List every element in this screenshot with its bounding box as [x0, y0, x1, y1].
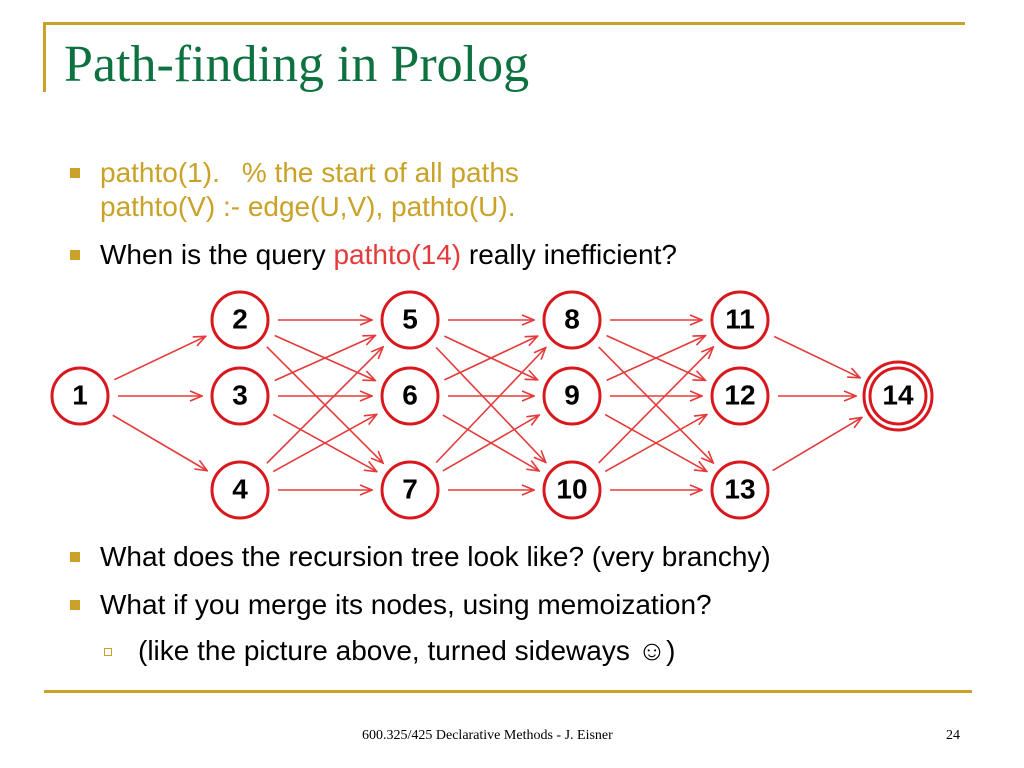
node-label: 10 — [556, 473, 587, 504]
node-circle — [210, 460, 270, 520]
node-6: 6 — [380, 366, 440, 426]
code-comment: % the start of all paths — [241, 157, 519, 188]
footer-course: 600.325/425 Declarative Methods - J. Eis… — [362, 728, 613, 743]
query-highlight: pathto(14) — [333, 239, 462, 270]
node-circle — [710, 290, 770, 350]
node-label: 14 — [882, 379, 914, 410]
hollow-square-bullet-icon — [104, 648, 112, 656]
edge-11-14 — [773, 335, 860, 377]
graph-edges — [112, 320, 862, 490]
node-label: 9 — [564, 379, 580, 410]
edge-13-14 — [772, 417, 862, 472]
edge-6-8 — [444, 336, 537, 381]
node-circle — [542, 290, 602, 350]
query-text-before: When is the query — [100, 239, 334, 270]
edge-7-8 — [435, 348, 546, 464]
node-circle — [210, 366, 270, 426]
edge-10-11 — [598, 347, 714, 464]
bullet-square-icon — [70, 600, 80, 610]
node-3: 3 — [210, 366, 270, 426]
frame-top-rule — [43, 22, 965, 25]
node-label: 11 — [725, 303, 755, 334]
node-label: 5 — [402, 303, 418, 334]
node-label: 2 — [232, 303, 248, 334]
code-rule: pathto(V) :- edge(U,V), pathto(U). — [100, 191, 516, 222]
edge-10-12 — [604, 415, 707, 473]
edge-9-11 — [606, 336, 706, 382]
node-label: 13 — [724, 473, 755, 504]
node-circle — [380, 290, 440, 350]
node-4: 4 — [210, 460, 270, 520]
node-circle — [380, 366, 440, 426]
node-label: 12 — [724, 379, 755, 410]
memoization-text: What if you merge its nodes, using memoi… — [100, 589, 712, 620]
node-1: 1 — [50, 366, 110, 426]
edge-4-5 — [266, 347, 383, 464]
frame-left-accent — [43, 22, 46, 92]
node-12: 12 — [710, 366, 770, 426]
node-label: 8 — [564, 303, 580, 334]
prolog-code: pathto(1). % the start of all paths patht… — [100, 156, 519, 224]
footer-rule — [44, 690, 972, 693]
node-8: 8 — [542, 290, 602, 350]
node-5: 5 — [380, 290, 440, 350]
node-label: 1 — [72, 379, 88, 410]
node-9: 9 — [542, 366, 602, 426]
node-circle — [210, 290, 270, 350]
edge-4-6 — [272, 414, 376, 473]
bullet-square-icon — [70, 552, 80, 562]
slide-title: Path-finding in Prolog — [64, 36, 530, 93]
page-number: 24 — [946, 728, 960, 743]
edge-1-4 — [112, 414, 207, 471]
node-label: 3 — [232, 379, 248, 410]
node-circle — [542, 366, 602, 426]
sideways-text: (like the picture above, turned sideways… — [138, 635, 676, 666]
node-10: 10 — [542, 460, 602, 520]
bullet-square-icon — [70, 168, 80, 178]
edge-3-5 — [274, 336, 376, 382]
query-text-after: really inefficient? — [461, 239, 677, 270]
node-7: 7 — [380, 460, 440, 520]
node-13: 13 — [710, 460, 770, 520]
node-circle — [380, 460, 440, 520]
node-circle — [50, 366, 110, 426]
edge-7-9 — [442, 415, 539, 472]
node-label: 4 — [232, 473, 248, 504]
node-14: 14 — [862, 360, 934, 432]
node-circle — [710, 366, 770, 426]
node-11: 11 — [710, 290, 770, 350]
node-circle — [542, 460, 602, 520]
code-fact: pathto(1). — [100, 157, 220, 188]
node-circle — [868, 366, 928, 426]
bullet-square-icon — [70, 250, 80, 260]
node-2: 2 — [210, 290, 270, 350]
recursion-tree-text: What does the recursion tree look like? … — [100, 541, 771, 572]
edge-1-2 — [113, 336, 205, 381]
node-label: 7 — [402, 473, 418, 504]
node-circle — [710, 460, 770, 520]
node-label: 6 — [402, 379, 418, 410]
